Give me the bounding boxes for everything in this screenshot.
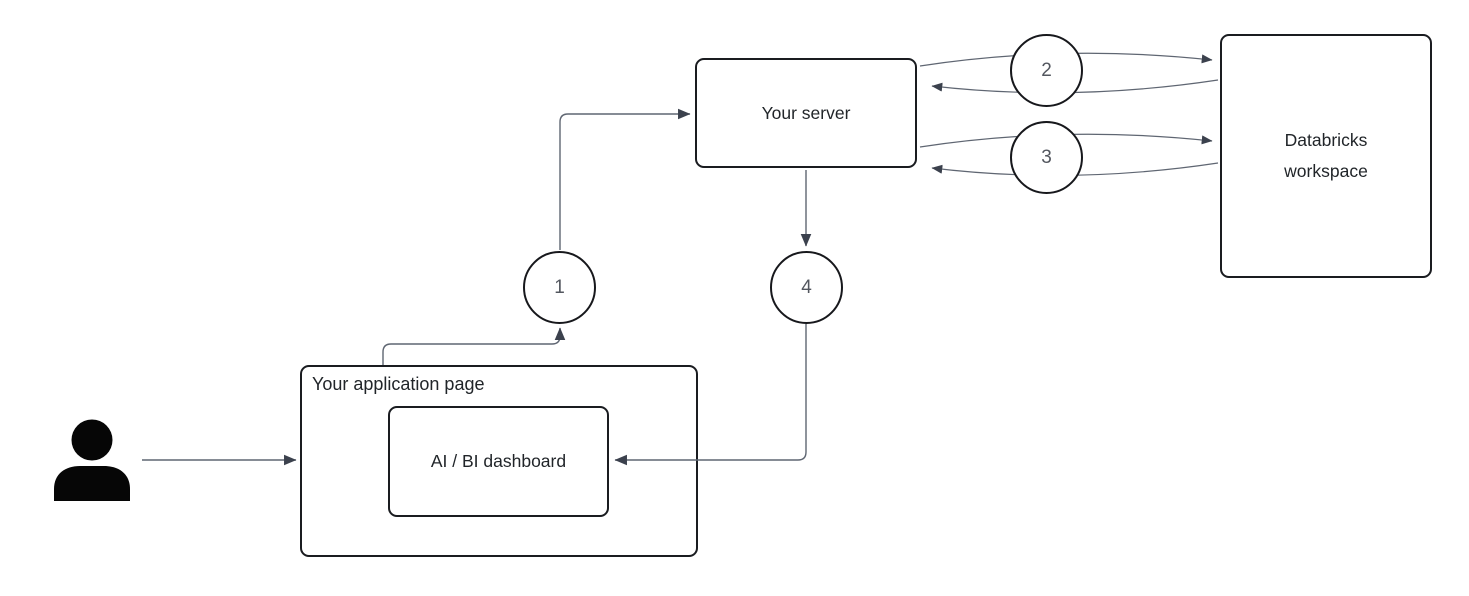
ai-bi-dashboard-label: AI / BI dashboard xyxy=(430,451,567,471)
step-badge-2: 2 xyxy=(1010,34,1083,107)
databricks-box-label: Databricks workspace xyxy=(1284,125,1368,187)
user-icon xyxy=(54,419,130,501)
server-box-label: Your server xyxy=(761,102,851,123)
server-box: Your server xyxy=(695,58,917,168)
arrow-app-page-to-step1 xyxy=(382,327,566,365)
application-page-label: Your application page xyxy=(312,374,485,394)
databricks-label-line1: Databricks xyxy=(1284,130,1368,150)
step-badge-4: 4 xyxy=(770,251,843,324)
step-number-4: 4 xyxy=(801,276,812,298)
step-number-2: 2 xyxy=(1041,59,1052,81)
step-number-3: 3 xyxy=(1041,146,1052,168)
databricks-label-line2: workspace xyxy=(1284,161,1368,181)
step-badge-1: 1 xyxy=(523,251,596,324)
step-badge-3: 3 xyxy=(1010,121,1083,194)
databricks-workspace-box: Databricks workspace xyxy=(1220,34,1432,278)
step-number-1: 1 xyxy=(554,276,565,298)
arrow-step1-to-server xyxy=(559,108,691,250)
ai-bi-dashboard-box: AI / BI dashboard xyxy=(388,406,609,517)
